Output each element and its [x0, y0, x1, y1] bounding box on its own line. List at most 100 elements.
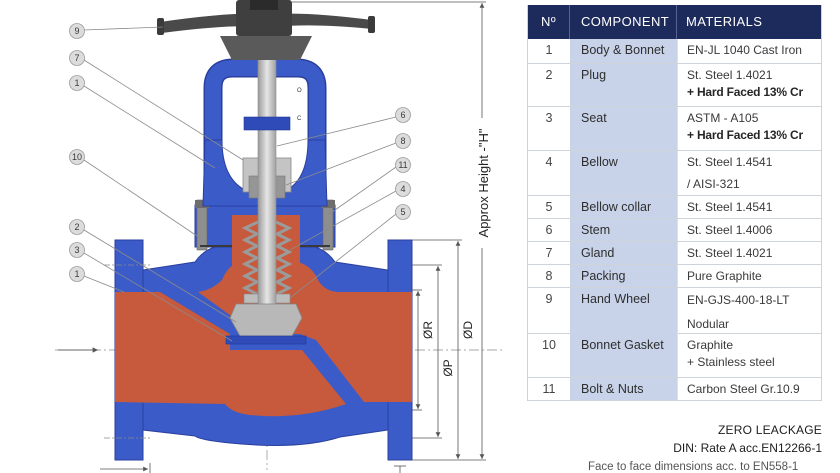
- material-line: St. Steel 1.4021: [687, 68, 773, 82]
- row-component: Plug: [570, 64, 677, 106]
- material-line: St. Steel 1.4541: [687, 155, 773, 169]
- row-number: 6: [545, 223, 553, 237]
- callout-label: 4: [400, 184, 405, 194]
- material-line: Pure Graphite: [687, 269, 762, 283]
- bellow-right: [273, 220, 293, 296]
- row-materials: EN-GJS-400-18-LT Nodular: [677, 288, 821, 336]
- leader-6: [276, 116, 397, 147]
- components-table: Nº COMPONENT MATERIALS 1 Body & Bonnet E…: [527, 5, 822, 401]
- row-materials: EN-JL 1040 Cast Iron: [677, 39, 821, 63]
- callout-11: 11: [395, 157, 411, 173]
- handwheel-hub-cap: [250, 0, 278, 10]
- table-row: 6 Stem St. Steel 1.4006: [528, 219, 821, 242]
- leader-8: [285, 142, 397, 186]
- row-materials: Graphite + Stainless steel: [677, 334, 821, 377]
- callout-label: 7: [74, 53, 79, 63]
- callout-6: 6: [395, 107, 411, 123]
- material-line: / AISI-321: [687, 177, 740, 191]
- material-line: Carbon Steel Gr.10.9: [687, 382, 800, 396]
- table-row: 4 Bellow St. Steel 1.4541 / AISI-321: [528, 151, 821, 196]
- table-row: 9 Hand Wheel EN-GJS-400-18-LT Nodular: [528, 288, 821, 336]
- row-number: 1: [545, 43, 553, 57]
- material-line: St. Steel 1.4021: [687, 246, 773, 260]
- table-header: Nº COMPONENT MATERIALS: [528, 5, 821, 39]
- row-materials: St. Steel 1.4021 + Hard Faced 13% Cr: [677, 64, 821, 106]
- row-component: Bonnet Gasket: [570, 334, 677, 377]
- callout-2: 2: [69, 219, 85, 235]
- handwheel: [157, 0, 375, 60]
- dimension-height-label: Approx Height -"H": [476, 128, 491, 237]
- row-number: 8: [545, 269, 553, 283]
- callout-label: 2: [74, 222, 79, 232]
- callout-7: 7: [69, 50, 85, 66]
- material-line: + Stainless steel: [687, 355, 775, 369]
- row-number: 2: [545, 68, 553, 82]
- callout-8: 8: [395, 133, 411, 149]
- inlet-passage: [115, 292, 346, 417]
- plug: [229, 303, 303, 337]
- din-rate-note: DIN: Rate A acc.EN12266-1: [673, 441, 822, 455]
- position-mark-open: O: [297, 88, 302, 94]
- leader-10: [83, 159, 204, 241]
- dimension-d-label: ØD: [461, 321, 475, 339]
- row-number: 7: [545, 246, 553, 260]
- callout-10: 10: [69, 149, 85, 165]
- row-component: Bellow: [570, 151, 677, 195]
- stem: [257, 29, 277, 323]
- callout-label: 10: [72, 152, 82, 162]
- callout-1-bottom: 1: [69, 266, 85, 282]
- leader-1-top: [83, 85, 216, 169]
- callout-label: 3: [74, 245, 79, 255]
- callout-label: 11: [398, 160, 407, 170]
- material-line: + Hard Faced 13% Cr: [687, 85, 803, 99]
- row-component: Packing: [570, 265, 677, 287]
- face-to-face-note: Face to face dimensions acc. to EN558-1: [588, 461, 799, 473]
- row-component: Bolt & Nuts: [570, 378, 677, 400]
- row-materials: St. Steel 1.4541 / AISI-321: [677, 151, 821, 195]
- callout-3: 3: [69, 242, 85, 258]
- material-line: EN-JL 1040 Cast Iron: [687, 43, 802, 57]
- table-row: 10 Bonnet Gasket Graphite + Stainless st…: [528, 334, 821, 378]
- callout-1-top: 1: [69, 75, 85, 91]
- material-line: ASTM - A105: [687, 111, 759, 125]
- row-component: Stem: [570, 219, 677, 241]
- callout-label: 6: [400, 110, 405, 120]
- handwheel-rim-left: [157, 18, 164, 35]
- row-materials: St. Steel 1.4021: [677, 242, 821, 264]
- leader-1-bottom: [83, 275, 125, 293]
- row-component: Gland: [570, 242, 677, 264]
- material-line: St. Steel 1.4006: [687, 223, 773, 237]
- row-number: 10: [542, 338, 556, 352]
- row-number: 4: [545, 155, 553, 169]
- header-no: Nº: [528, 5, 570, 39]
- table-row: 11 Bolt & Nuts Carbon Steel Gr.10.9: [528, 378, 821, 401]
- handwheel-spoke-right: [276, 13, 372, 29]
- row-number: 9: [545, 292, 553, 306]
- row-materials: ASTM - A105 + Hard Faced 13% Cr: [677, 107, 821, 150]
- callout-4: 4: [395, 181, 411, 197]
- position-mark-closed: C: [297, 116, 302, 122]
- callout-label: 1: [74, 269, 79, 279]
- bellow-left: [241, 220, 261, 296]
- table-row: 2 Plug St. Steel 1.4021 + Hard Faced 13%…: [528, 64, 821, 107]
- leader-7: [83, 59, 244, 161]
- row-materials: Carbon Steel Gr.10.9: [677, 378, 821, 400]
- row-materials: Pure Graphite: [677, 265, 821, 287]
- callout-label: 8: [400, 136, 405, 146]
- leader-3: [83, 252, 233, 342]
- row-number: 11: [542, 382, 556, 396]
- material-line: Graphite: [687, 338, 734, 352]
- leader-lines: [83, 26, 397, 342]
- callout-label: 1: [74, 78, 79, 88]
- material-line: + Hard Faced 13% Cr: [687, 128, 803, 142]
- callout-label: 5: [400, 207, 405, 217]
- seat: [225, 335, 307, 345]
- row-materials: St. Steel 1.4006: [677, 219, 821, 241]
- callout-9: 9: [69, 23, 85, 39]
- row-component: Seat: [570, 107, 677, 150]
- callouts-left: 9 7 1 10 2 3 1: [69, 23, 85, 282]
- valve-cross-section-diagram: O C 9 7 1 10: [55, 0, 505, 473]
- material-line: Nodular: [687, 317, 730, 331]
- leader-9: [83, 26, 164, 31]
- row-component: Body & Bonnet: [570, 39, 677, 63]
